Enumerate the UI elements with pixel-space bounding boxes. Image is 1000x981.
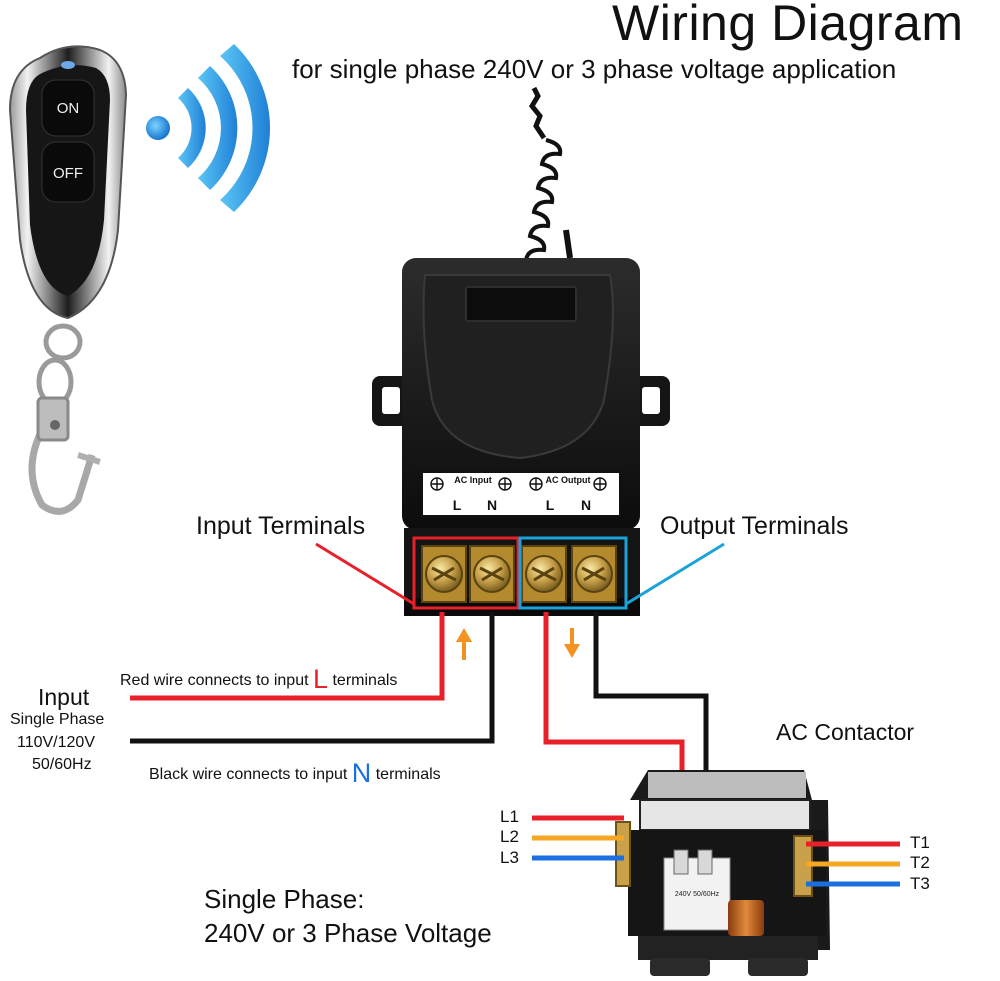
input-terminals-callout (315, 542, 415, 606)
input-l-label: L (453, 497, 462, 513)
terminal-label-panel (421, 471, 621, 517)
input-label: Input (38, 684, 90, 710)
keychain-icon (28, 323, 101, 515)
output-l-label: L (546, 497, 555, 513)
phase-label-t1: T1 (910, 833, 930, 852)
black-note-prefix: Black wire connects to input (149, 766, 348, 783)
black-note-letter: N (351, 758, 372, 788)
red-note-letter: L (313, 664, 329, 694)
bottom-caption-line1: Single Phase: (204, 884, 365, 914)
output-n-label: N (581, 497, 591, 513)
page-subtitle: for single phase 240V or 3 phase voltage… (292, 54, 897, 84)
single-phase-label: Single Phase (10, 711, 105, 728)
wireless-signal-icon (146, 44, 270, 212)
red-note-prefix: Red wire connects to input (120, 672, 309, 689)
led-icon (61, 61, 75, 69)
input-terminals-label: Input Terminals (196, 512, 366, 540)
terminal-screw-input-n (469, 545, 515, 603)
voltage-label: 110V/120V (17, 734, 95, 751)
arrow-down-icon (564, 628, 580, 658)
terminal-screw-output-n (571, 545, 617, 603)
remote-on-button[interactable]: ON (41, 79, 95, 137)
red-wire-note: Red wire connects to input L terminals (120, 664, 397, 695)
on-button-label: ON (57, 100, 80, 117)
coil-rating-label: 240V 50/60Hz (675, 891, 720, 898)
input-n-label: N (487, 497, 497, 513)
input-black-wire (130, 612, 495, 744)
page-title: Wiring Diagram (612, 0, 964, 51)
ac-contactor-label: AC Contactor (776, 719, 915, 745)
input-terminals-box (412, 536, 520, 610)
phase-label-t3: T3 (910, 874, 930, 893)
terminal-screw-output-l (521, 545, 567, 603)
receiver-window (465, 286, 577, 322)
ac-output-label: AC Output (546, 475, 591, 485)
arrow-up-icon (456, 628, 472, 660)
ac-input-label: AC Input (454, 475, 492, 485)
remote-off-button[interactable]: OFF (41, 141, 95, 203)
antenna-icon (524, 86, 573, 261)
output-terminals-label: Output Terminals (660, 512, 849, 540)
phase-label-l1: L1 (500, 807, 519, 826)
input-red-wire (130, 612, 445, 701)
coil-icon (728, 900, 764, 936)
off-button-label: OFF (53, 165, 83, 182)
black-wire-note: Black wire connects to input N terminals (149, 758, 441, 789)
ac-contactor: 240V 50/60Hz (615, 770, 830, 976)
bottom-caption-line2: 240V or 3 Phase Voltage (204, 918, 492, 948)
phase-label-t2: T2 (910, 853, 930, 872)
receiver-module: AC Input AC Output L N L N (372, 258, 670, 616)
output-terminals-box (518, 536, 628, 610)
frequency-label: 50/60Hz (32, 756, 92, 773)
remote-control: ON OFF (8, 45, 128, 515)
terminal-screw-input-l (421, 545, 467, 603)
black-note-suffix: terminals (375, 766, 441, 783)
red-note-suffix: terminals (332, 672, 398, 689)
output-terminals-callout (625, 542, 725, 606)
phase-label-l2: L2 (500, 827, 519, 846)
phase-label-l3: L3 (500, 848, 519, 867)
